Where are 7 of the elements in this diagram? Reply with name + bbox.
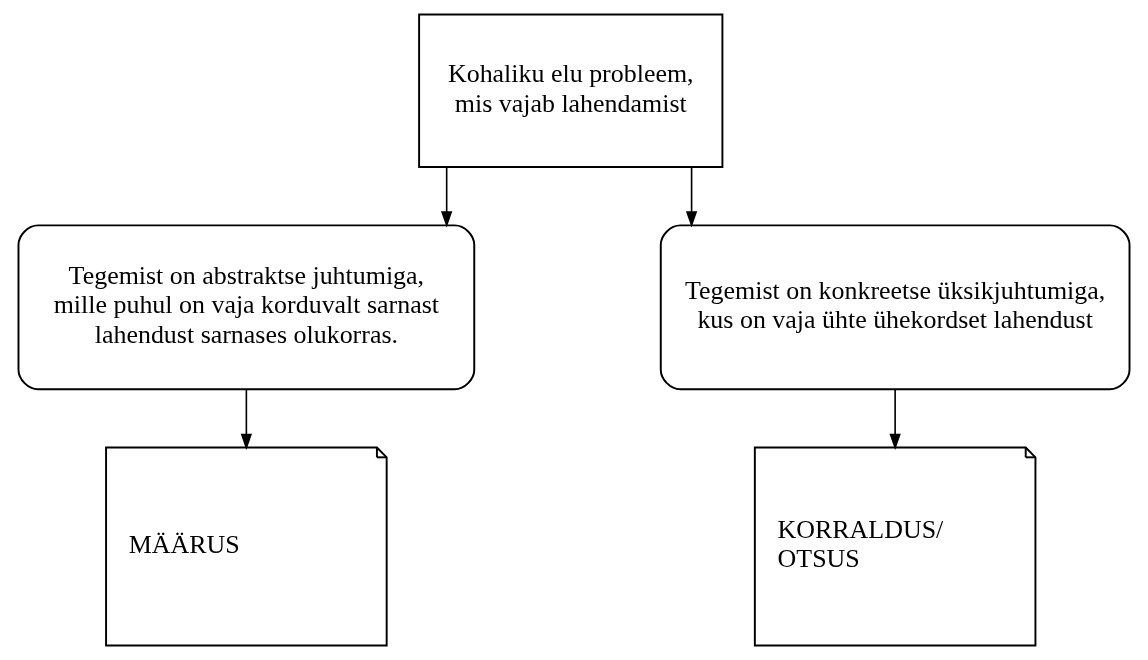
arrow xyxy=(441,166,453,228)
arrow xyxy=(685,166,698,228)
node-box: Tegemist on abstraktse juhtumiga, mille puhul on vaja korduvalt sarnast lahendust sarnases olukorras. xyxy=(17,224,476,391)
arrow xyxy=(889,388,901,450)
node-box: Tegemist on konkreetse üksikjuhtumiga, kus on vaja ühte ühekordset lahendust xyxy=(659,224,1131,391)
node-box: Kohaliku elu probleem, mis vajab lahendamist xyxy=(418,13,724,168)
arrow xyxy=(240,388,253,450)
